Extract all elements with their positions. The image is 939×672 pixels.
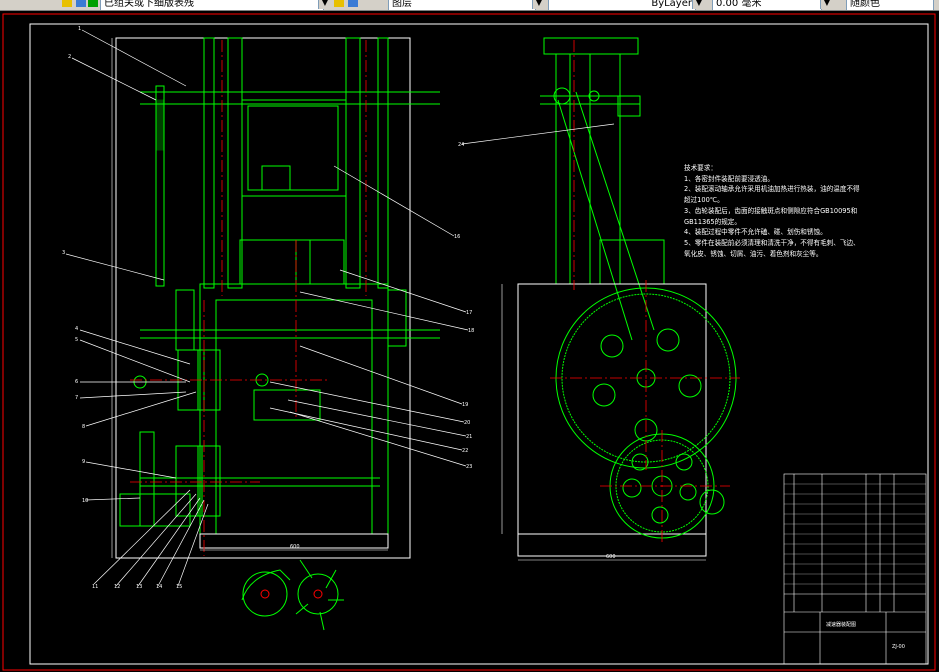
svg-text:5: 5 xyxy=(75,337,78,343)
layer-freeze-icon xyxy=(76,0,86,7)
svg-text:22: 22 xyxy=(462,448,468,454)
outer-frame xyxy=(2,13,936,671)
technical-requirements: 技术要求： 1、各密封件装配前要浸透油。 2、装配滚动轴承允许采用机油加热进行热… xyxy=(684,164,860,258)
svg-text:6: 6 xyxy=(75,379,78,385)
title-block xyxy=(783,473,927,665)
front-centerlines xyxy=(130,40,367,556)
leader-lines xyxy=(65,29,615,587)
title-block-code: ZJ-00 xyxy=(892,644,905,650)
plotstyle-dropdown[interactable]: 随颜色 xyxy=(846,0,934,10)
gear-detail xyxy=(241,559,344,631)
chevron-down-icon[interactable]: ▼ xyxy=(532,0,545,9)
title-block-name: 减速器装配图 xyxy=(826,621,856,628)
svg-text:17: 17 xyxy=(466,310,472,316)
svg-text:14: 14 xyxy=(156,584,162,590)
svg-text:24: 24 xyxy=(458,142,464,148)
layer-lock-icon xyxy=(88,0,98,7)
layer-icon xyxy=(62,0,72,7)
side-view xyxy=(517,37,737,557)
svg-text:15: 15 xyxy=(176,584,182,590)
lineweight-dropdown[interactable]: 0.00 毫米 xyxy=(712,0,822,10)
color-dropdown[interactable]: ByLayer xyxy=(548,0,696,10)
svg-text:9: 9 xyxy=(82,459,85,465)
layer-state-dropdown[interactable]: 图层 xyxy=(388,0,536,10)
svg-text:12: 12 xyxy=(114,584,120,590)
svg-text:21: 21 xyxy=(466,434,472,440)
side-centerlines xyxy=(550,40,740,545)
svg-text:8: 8 xyxy=(82,424,85,430)
dimensions xyxy=(111,38,706,561)
svg-text:13: 13 xyxy=(136,584,142,590)
svg-text:11: 11 xyxy=(92,584,98,590)
svg-text:23: 23 xyxy=(466,464,472,470)
dimension-side-width: 600 xyxy=(606,554,616,560)
chevron-down-icon[interactable]: ▼ xyxy=(692,0,705,9)
svg-text:20: 20 xyxy=(464,420,470,426)
svg-text:19: 19 xyxy=(462,402,468,408)
dimension-front-width: 600 xyxy=(290,544,300,550)
svg-text:1: 1 xyxy=(78,26,81,32)
svg-text:4: 4 xyxy=(75,326,78,332)
svg-text:10: 10 xyxy=(82,498,88,504)
svg-text:3: 3 xyxy=(62,250,65,256)
chevron-down-icon[interactable]: ▼ xyxy=(318,0,331,9)
svg-text:18: 18 xyxy=(468,328,474,334)
layer-dropdown[interactable]: 已组关或下细版表残 xyxy=(100,0,324,10)
chevron-down-icon[interactable]: ▼ xyxy=(820,0,833,9)
svg-text:7: 7 xyxy=(75,395,78,401)
svg-text:16: 16 xyxy=(454,234,460,240)
layer-previous-icon[interactable] xyxy=(348,0,358,7)
inner-frame xyxy=(29,23,929,665)
properties-toolbar: 已组关或下细版表残 ▼ 图层 ▼ ByLayer ▼ 0.00 毫米 ▼ 随颜色 xyxy=(0,0,939,11)
make-current-icon[interactable] xyxy=(334,0,344,7)
front-view xyxy=(115,37,440,559)
svg-text:2: 2 xyxy=(68,54,71,60)
